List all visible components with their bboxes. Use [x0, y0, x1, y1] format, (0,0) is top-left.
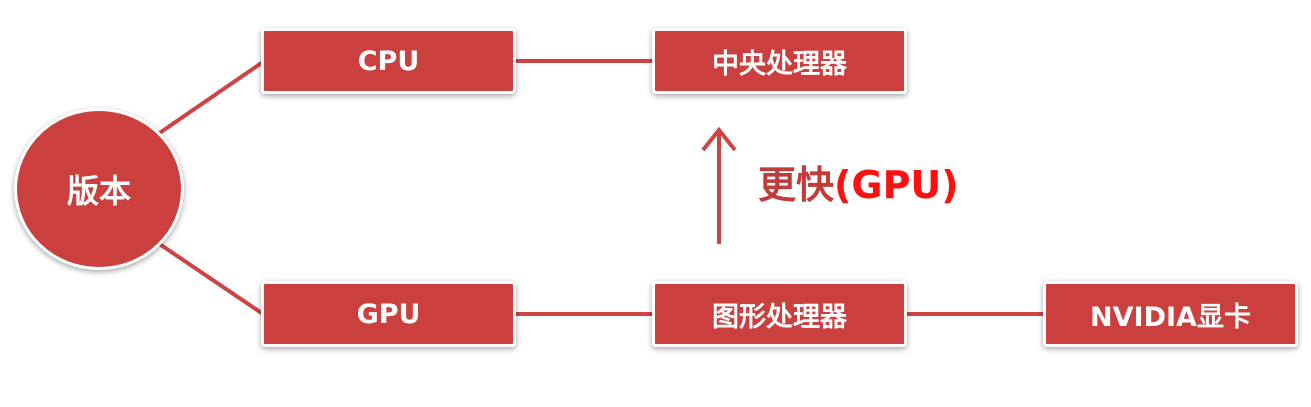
connector-root-gpu — [156, 241, 265, 316]
gpu-node: GPU — [261, 281, 516, 347]
faster-text: 更快 — [758, 163, 835, 207]
central-processor-node-label: 中央处理器 — [712, 48, 847, 80]
graphics-processor-node: 图形处理器 — [652, 281, 907, 347]
faster-annotation: 更快(GPU) — [758, 160, 959, 210]
up-arrow-icon — [701, 126, 737, 244]
cpu-node-label: CPU — [357, 45, 420, 77]
nvidia-gpu-node: NVIDIA显卡 — [1043, 281, 1298, 347]
cpu-node: CPU — [261, 28, 516, 94]
graphics-processor-node-label: 图形处理器 — [712, 301, 847, 333]
version-node: 版本 — [14, 108, 184, 270]
faster-gpu-highlight: (GPU) — [834, 163, 959, 207]
nvidia-gpu-node-label: NVIDIA显卡 — [1090, 301, 1251, 333]
central-processor-node: 中央处理器 — [652, 28, 907, 94]
connector-root-cpu — [156, 60, 265, 136]
version-node-label: 版本 — [66, 172, 131, 210]
gpu-node-label: GPU — [356, 298, 421, 330]
